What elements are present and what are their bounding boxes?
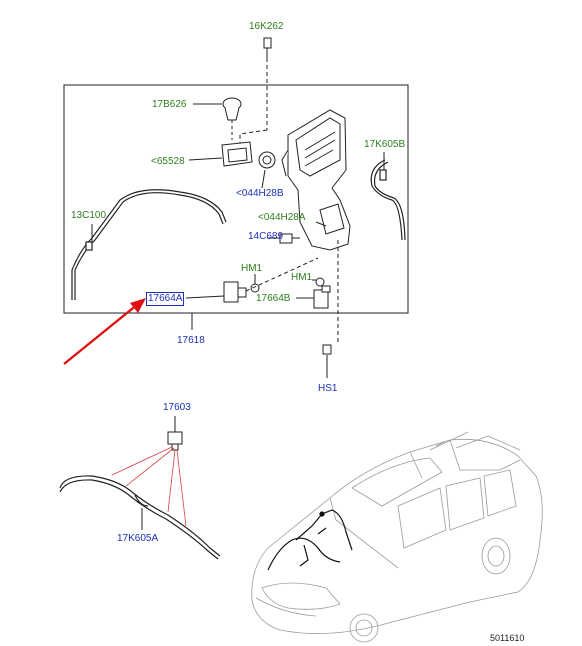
label-044H28A[interactable]: <044H28A bbox=[258, 212, 306, 223]
label-65528[interactable]: <65528 bbox=[151, 156, 185, 167]
label-17618[interactable]: 17618 bbox=[177, 335, 205, 346]
leader-044H28A bbox=[315, 221, 327, 227]
fastener-HS1 bbox=[322, 344, 332, 355]
leader-65528 bbox=[188, 157, 223, 161]
bracket-17B626 bbox=[222, 97, 242, 121]
red-arrow-icon bbox=[63, 298, 146, 365]
suv-illustration bbox=[251, 431, 543, 643]
connector-17603 bbox=[167, 431, 183, 451]
label-14C689[interactable]: 14C689 bbox=[248, 231, 284, 242]
washer-reservoir bbox=[281, 109, 351, 251]
label-HM1-a[interactable]: HM1 bbox=[241, 263, 263, 274]
leader-044H28B bbox=[261, 169, 266, 189]
label-17664B[interactable]: 17664B bbox=[256, 293, 291, 304]
label-HM1-b[interactable]: HM1 bbox=[291, 272, 313, 283]
assembly-frame bbox=[63, 84, 409, 314]
grommet-044H28B bbox=[258, 151, 276, 169]
diagram-reference-number: 5011610 bbox=[490, 633, 525, 643]
label-17B626[interactable]: 17B626 bbox=[152, 99, 187, 110]
dashed-link-hm1 bbox=[245, 257, 319, 292]
hose-17K605B bbox=[370, 159, 406, 241]
label-044H28B[interactable]: <044H28B bbox=[236, 188, 284, 199]
clip-hm1-b bbox=[312, 277, 325, 287]
leader-17664A bbox=[185, 295, 225, 299]
label-17K605A[interactable]: 17K605A bbox=[117, 533, 159, 544]
vehicle-washer-harness bbox=[267, 509, 353, 571]
fastener-16K262 bbox=[263, 37, 272, 58]
label-HS1[interactable]: HS1 bbox=[318, 383, 338, 394]
bracket-65528 bbox=[221, 141, 253, 167]
label-13C100[interactable]: 13C100 bbox=[71, 210, 107, 221]
red-leaders-17603 bbox=[111, 446, 187, 527]
label-17664A-highlighted[interactable]: 17664A bbox=[145, 292, 185, 306]
label-16K262[interactable]: 16K262 bbox=[249, 21, 284, 32]
clip-hm1-a bbox=[250, 274, 260, 293]
hose-13C100 bbox=[71, 189, 227, 300]
label-17603[interactable]: 17603 bbox=[163, 402, 191, 413]
pump-17664A bbox=[223, 281, 247, 303]
hose-17K605A bbox=[59, 475, 221, 560]
label-17K605B[interactable]: 17K605B bbox=[364, 139, 406, 150]
pump-17664B bbox=[313, 285, 331, 309]
